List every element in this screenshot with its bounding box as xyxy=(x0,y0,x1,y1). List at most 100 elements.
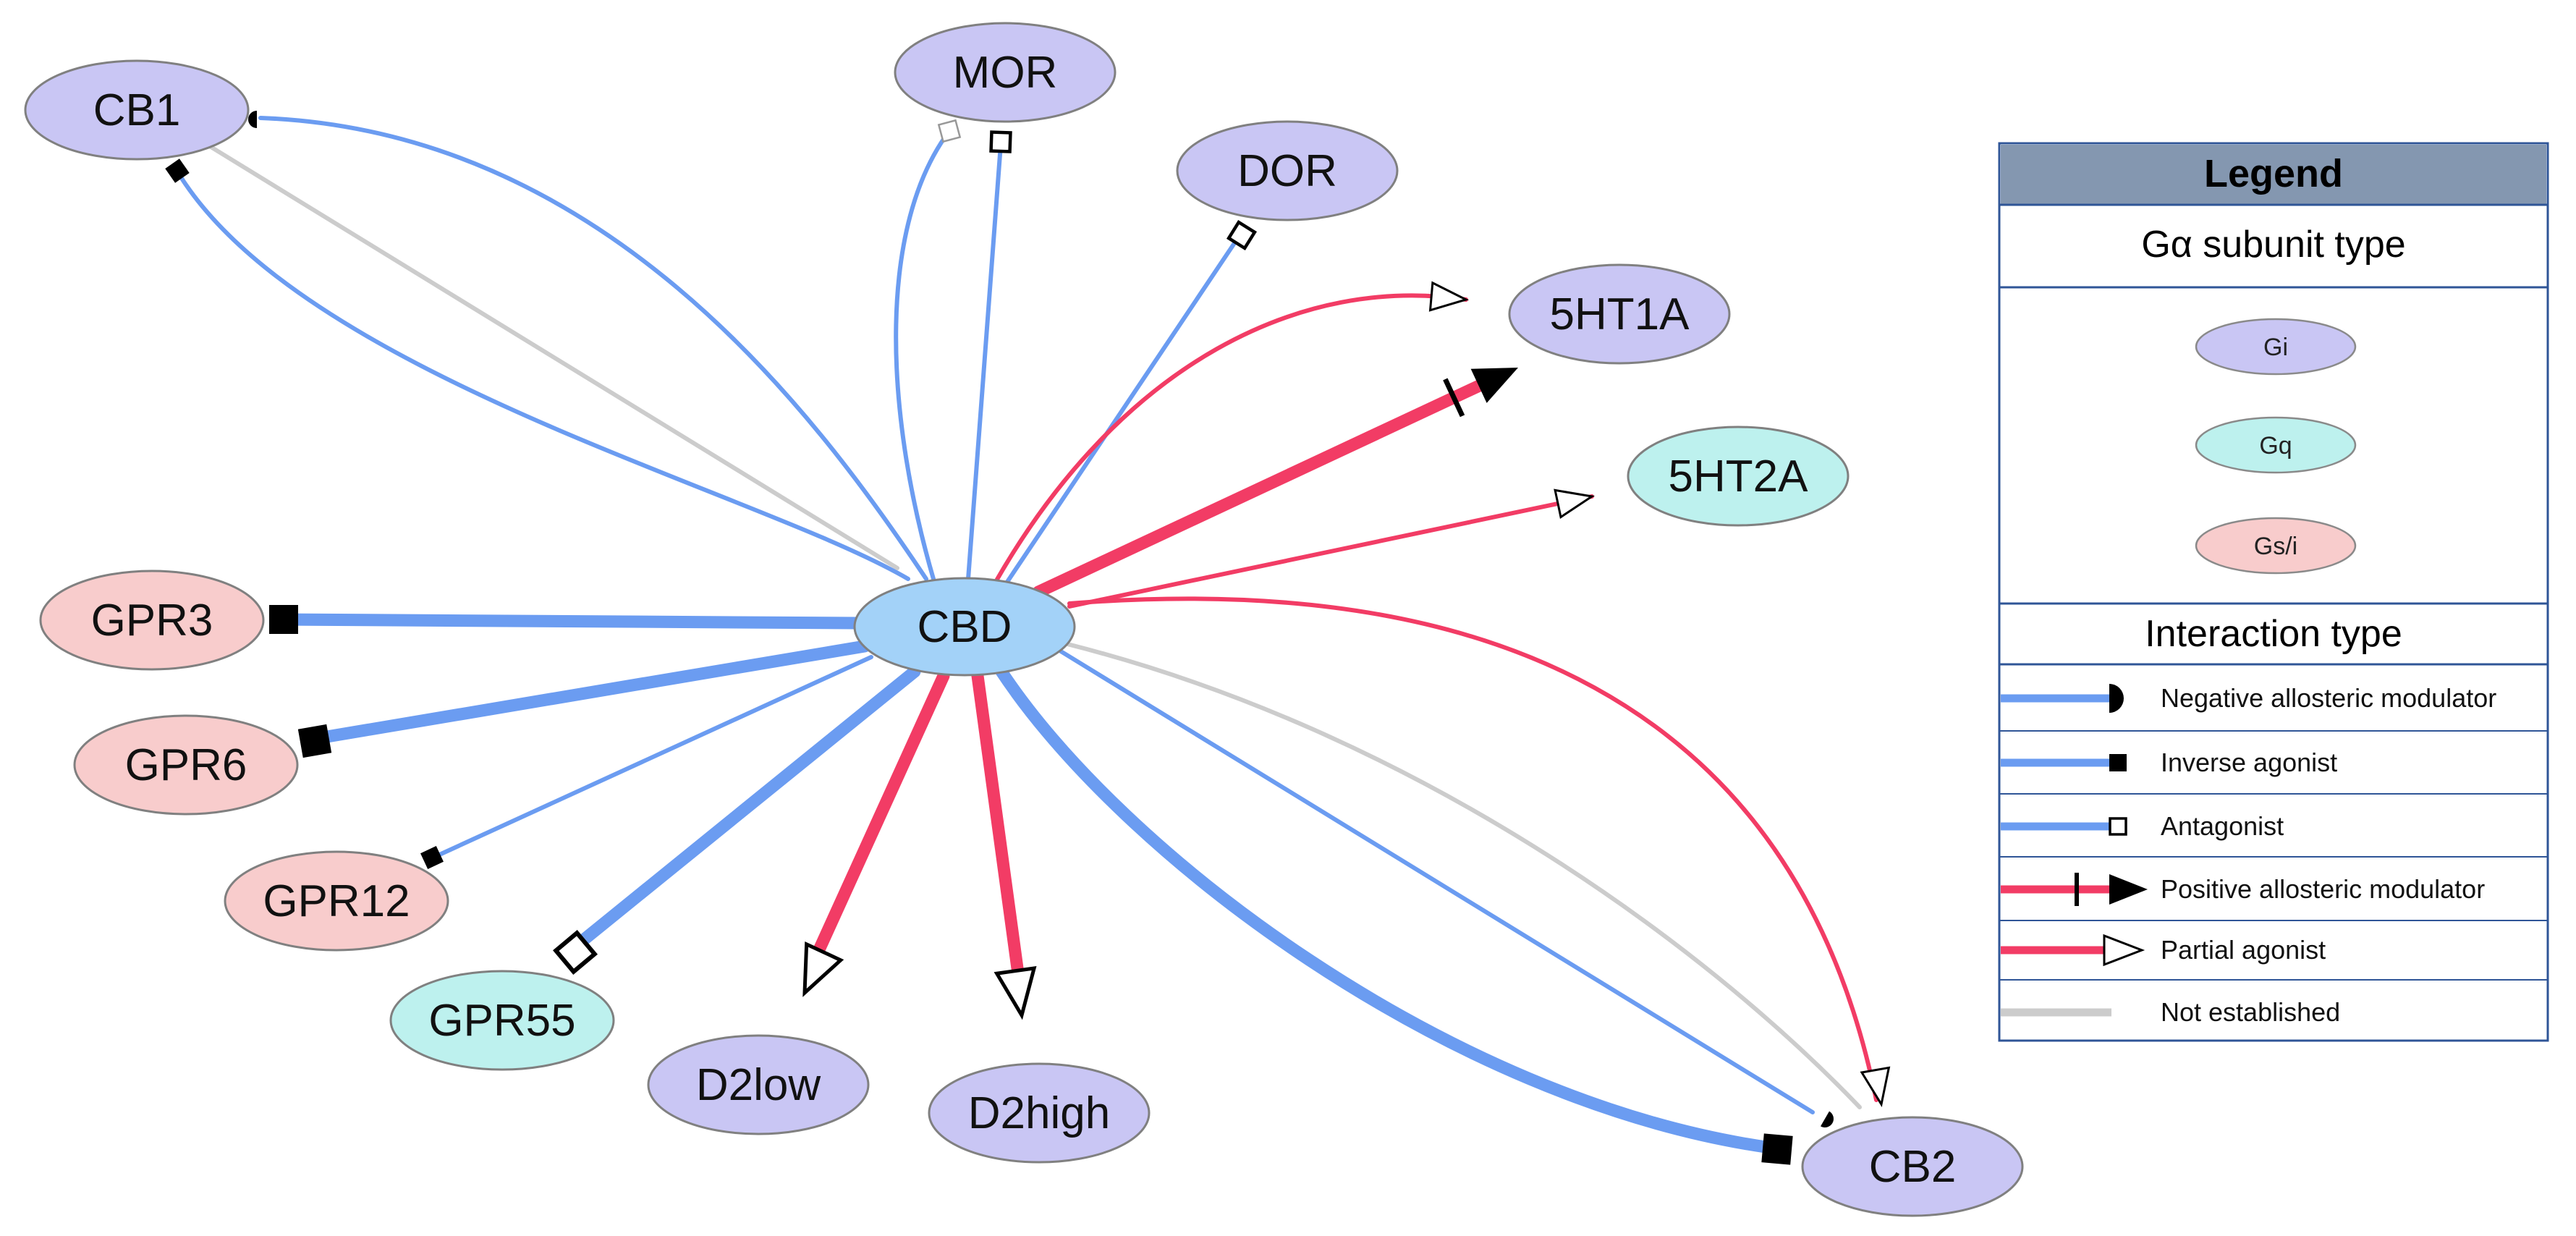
node-5ht1a: 5HT1A xyxy=(1508,263,1731,365)
legend-inverse-label: Inverse agonist xyxy=(2161,748,2337,777)
inverse-agonist-marker xyxy=(297,724,332,758)
legend-not-established-label: Not established xyxy=(2161,997,2340,1027)
node-d2high-shape xyxy=(928,1062,1151,1164)
node-dor-shape xyxy=(1176,120,1399,221)
legend-inverse-icon xyxy=(2109,754,2127,771)
nodes-layer: CBD CB1 MOR DOR 5HT1A 5HT2A GPR3GPR6GPR12GPR55… xyxy=(24,22,2024,1217)
edge-cbd-cb2-not-established xyxy=(1065,642,1862,1109)
partial-agonist-marker xyxy=(1428,281,1470,312)
edge-cbd-gpr12-inverse-agonist xyxy=(434,655,873,858)
inverse-agonist-marker xyxy=(165,158,190,183)
legend-header-bg xyxy=(2001,145,2546,204)
node-gpr6-label: GPR6 xyxy=(125,740,247,790)
positive-allosteric-modulator-marker xyxy=(1443,368,1518,418)
edge-cbd-cb1-negative-allosteric-modulator xyxy=(258,116,928,581)
edge-cbd-gpr3-inverse-agonist xyxy=(270,613,862,630)
antagonist-marker xyxy=(989,130,1012,153)
edge-cbd-5ht1a-positive-allosteric-modulator xyxy=(1032,376,1494,598)
node-cb1-shape xyxy=(24,59,250,161)
partial-agonist-marker xyxy=(993,965,1037,1020)
edge-cbd-cb2-negative-allosteric-modulator xyxy=(1059,649,1815,1114)
node-gpr12-label: GPR12 xyxy=(263,876,410,926)
legend-gq-swatch xyxy=(2195,416,2357,474)
node-gpr3-label: GPR3 xyxy=(91,596,213,645)
legend-antagonist-label: Antagonist xyxy=(2161,811,2284,841)
node-cbd: CBD xyxy=(853,577,1076,677)
node-d2low-shape xyxy=(647,1034,870,1135)
legend-nam-icon xyxy=(2109,684,2124,713)
node-gpr12-shape xyxy=(224,850,449,952)
inverse-agonist-marker xyxy=(269,605,298,634)
node-gpr55: GPR55 xyxy=(389,970,615,1071)
node-gpr55-shape xyxy=(389,970,615,1071)
node-d2high: D2high xyxy=(928,1062,1151,1164)
edge-cbd-cb2-partial-agonist xyxy=(1067,596,1878,1102)
legend-gsi-item: Gs/i xyxy=(2195,517,2357,575)
legend-gq-item: Gq xyxy=(2195,416,2357,474)
node-cbd-label: CBD xyxy=(918,602,1012,652)
edge-cbd-mor-antagonist xyxy=(966,143,1003,581)
edge-cbd-cb1-inverse-agonist xyxy=(177,172,910,581)
partial-agonist-marker xyxy=(1860,1066,1891,1108)
edge-cbd-dor-antagonist xyxy=(1004,237,1240,586)
node-gpr3: GPR3 xyxy=(39,570,265,671)
legend-gq-label: Gq xyxy=(2259,432,2292,460)
legend-gi-label: Gi xyxy=(2263,334,2288,361)
negative-allosteric-modulator-marker xyxy=(1821,1111,1834,1127)
node-5ht1a-label: 5HT1A xyxy=(1550,289,1690,339)
edge-cbd-gpr6-inverse-agonist xyxy=(312,640,871,745)
node-cbd-shape xyxy=(853,577,1076,677)
edge-cbd-5ht2a-partial-agonist xyxy=(1067,494,1594,609)
legend-border xyxy=(1998,142,2549,1042)
node-cb2-label: CB2 xyxy=(1869,1142,1957,1192)
edge-cbd-d2high-partial-agonist xyxy=(971,669,1026,991)
node-dor-label: DOR xyxy=(1237,146,1337,196)
edge-cbd-gpr55-antagonist xyxy=(576,665,921,947)
node-gpr12: GPR12 xyxy=(224,850,449,952)
partial-agonist-marker xyxy=(1554,488,1595,520)
legend-antagonist-icon xyxy=(2109,817,2127,836)
node-cb1: CB1 xyxy=(24,59,250,161)
node-dor: DOR xyxy=(1176,120,1399,221)
negative-allosteric-modulator-marker xyxy=(248,111,257,128)
legend-interaction-heading: Interaction type xyxy=(2145,613,2402,655)
antagonist-marker xyxy=(553,930,598,975)
legend-partial-icon xyxy=(2103,934,2145,967)
edge-cbd-cb1-not-established xyxy=(200,140,899,570)
inverse-agonist-marker xyxy=(1761,1133,1793,1165)
node-cb2-shape xyxy=(1801,1116,2024,1217)
legend-nam-label: Negative allosteric modulator xyxy=(2161,683,2496,713)
edge-cbd-d2low-partial-agonist xyxy=(807,669,950,969)
node-mor-shape xyxy=(894,22,1117,123)
node-d2high-label: D2high xyxy=(968,1088,1110,1138)
edge-cbd-5ht1a-partial-agonist xyxy=(993,293,1468,584)
node-gpr6-shape xyxy=(73,714,299,816)
legend-pam-icon xyxy=(2109,874,2148,905)
legend-gi-swatch xyxy=(2195,318,2357,376)
node-mor: MOR xyxy=(894,22,1117,123)
legend-partial-label: Partial agonist xyxy=(2161,935,2326,965)
legend-gi-item: Gi xyxy=(2195,318,2357,376)
partial-agonist-marker xyxy=(802,941,844,997)
node-5ht2a-label: 5HT2A xyxy=(1669,452,1809,501)
node-cb2: CB2 xyxy=(1801,1116,2024,1217)
legend-pam-label: Positive allosteric modulator xyxy=(2161,874,2485,904)
legend-panel: Legend Gα subunit type Gi Gq Gs/i Intera… xyxy=(1998,142,2549,1042)
legend-subunit-heading: Gα subunit type xyxy=(2141,224,2405,266)
edges-layer xyxy=(177,116,1878,1154)
legend-gsi-label: Gs/i xyxy=(2254,533,2297,560)
markers-layer xyxy=(165,111,1891,1165)
node-cb1-label: CB1 xyxy=(93,85,181,135)
node-mor-label: MOR xyxy=(953,48,1058,98)
legend-gsi-swatch xyxy=(2195,517,2357,575)
node-5ht1a-shape xyxy=(1508,263,1731,365)
node-5ht2a: 5HT2A xyxy=(1627,426,1850,527)
edge-cbd-cb2-inverse-agonist xyxy=(993,663,1772,1154)
node-d2low: D2low xyxy=(647,1034,870,1135)
node-gpr6: GPR6 xyxy=(73,714,299,816)
legend-title: Legend xyxy=(2204,152,2343,195)
antagonist-marker xyxy=(1226,219,1258,251)
node-gpr3-shape xyxy=(39,570,265,671)
node-d2low-label: D2low xyxy=(696,1060,821,1110)
